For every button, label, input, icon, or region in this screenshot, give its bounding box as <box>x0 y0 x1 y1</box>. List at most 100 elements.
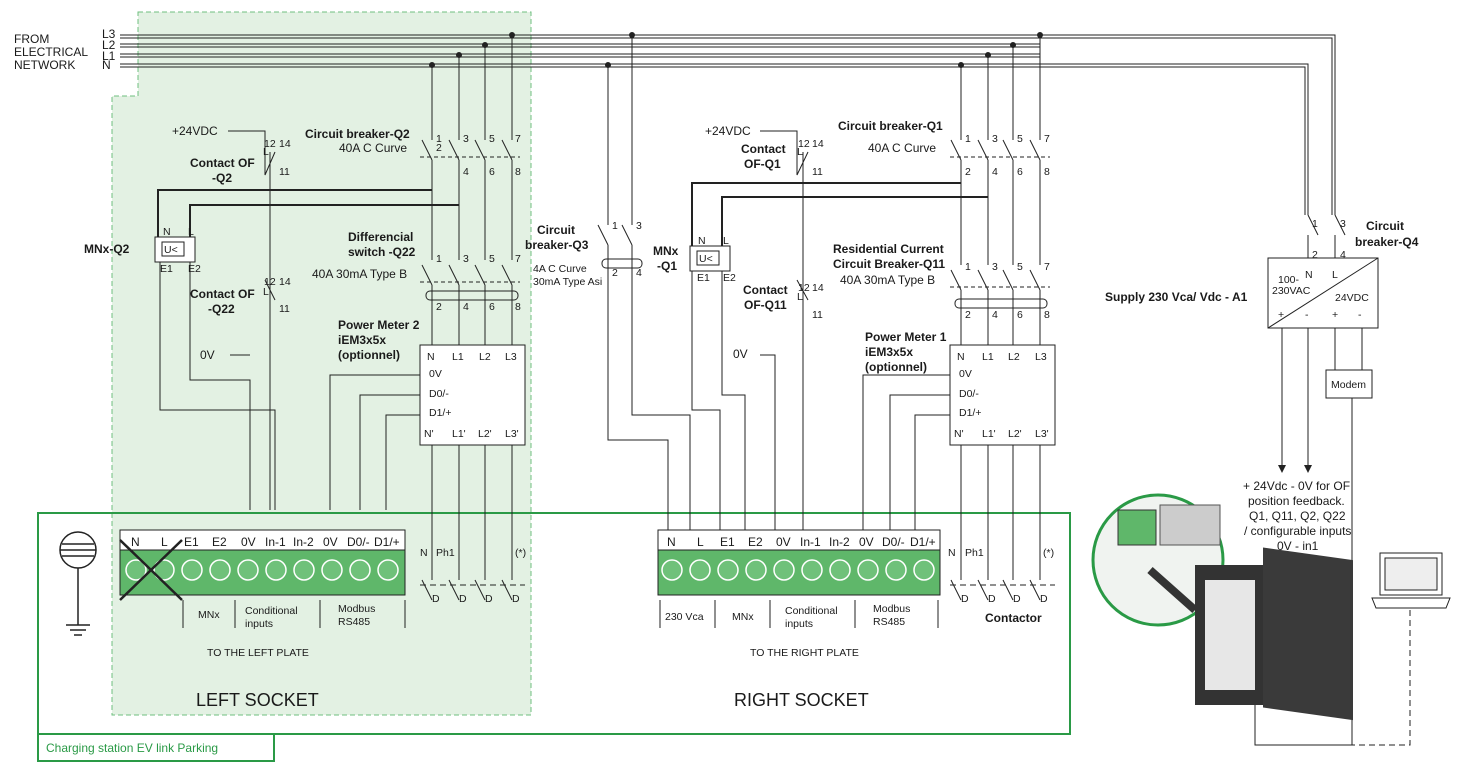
svg-text:In-2: In-2 <box>293 535 314 549</box>
left-nl-cross <box>119 539 183 601</box>
svg-text:5: 5 <box>489 253 495 265</box>
svg-text:MNx: MNx <box>732 611 754 623</box>
svg-text:8: 8 <box>515 166 521 178</box>
left-24vdc: +24VDC <box>172 124 218 138</box>
svg-text:0V: 0V <box>776 535 791 549</box>
right-terminal-labels: N L E1 E2 0V In-1 In-2 0V D0/- D1/+ <box>667 535 936 549</box>
svg-text:FROM: FROM <box>14 32 49 46</box>
svg-text:30mA Type Asi: 30mA Type Asi <box>533 276 602 288</box>
svg-text:position feedback.: position feedback. <box>1248 494 1345 508</box>
svg-text:In-2: In-2 <box>829 535 850 549</box>
svg-text:1: 1 <box>612 220 618 232</box>
svg-text:230 Vca: 230 Vca <box>665 611 704 623</box>
svg-text:L1: L1 <box>452 351 464 363</box>
svg-text:0V: 0V <box>241 535 256 549</box>
svg-text:-Q22: -Q22 <box>208 302 235 316</box>
svg-text:OF-Q1: OF-Q1 <box>744 157 781 171</box>
svg-text:L1: L1 <box>982 351 994 363</box>
svg-text:1: 1 <box>436 133 442 145</box>
svg-text:1: 1 <box>965 261 971 273</box>
svg-text:iEM3x5x: iEM3x5x <box>338 333 386 347</box>
svg-text:0V: 0V <box>859 535 874 549</box>
svg-text:L2': L2' <box>1008 428 1022 440</box>
network-label: FROM ELECTRICAL NETWORK L3 L2 L1 N <box>14 27 116 72</box>
svg-text:Supply 230 Vca/ Vdc - A1: Supply 230 Vca/ Vdc - A1 <box>1105 290 1248 304</box>
svg-text:2: 2 <box>965 309 971 321</box>
svg-text:N': N' <box>424 428 434 440</box>
svg-text:12: 12 <box>798 138 810 150</box>
left-diff-bar <box>425 290 519 301</box>
svg-text:E1: E1 <box>160 263 173 275</box>
svg-text:L: L <box>697 535 704 549</box>
left-meter <box>419 344 526 446</box>
svg-text:40A C Curve: 40A C Curve <box>339 141 407 155</box>
svg-text:4A C Curve: 4A C Curve <box>533 263 587 275</box>
svg-text:0V - in1: 0V - in1 <box>1277 539 1319 553</box>
svg-text:iEM3x5x: iEM3x5x <box>865 345 913 359</box>
svg-text:E2: E2 <box>748 535 763 549</box>
svg-text:L: L <box>797 146 803 158</box>
svg-text:MNx-Q2: MNx-Q2 <box>84 242 130 256</box>
left-drops <box>420 35 525 601</box>
svg-text:4: 4 <box>463 301 469 313</box>
svg-text:1: 1 <box>436 253 442 265</box>
right-mnx-wiring <box>691 130 988 530</box>
svg-text:2: 2 <box>965 166 971 178</box>
svg-text:0V: 0V <box>200 348 215 362</box>
svg-text:In-1: In-1 <box>265 535 286 549</box>
svg-text:Circuit: Circuit <box>537 223 575 237</box>
svg-text:8: 8 <box>1044 166 1050 178</box>
svg-text:D: D <box>1013 593 1021 605</box>
svg-text:N: N <box>163 226 171 238</box>
svg-text:3: 3 <box>636 220 642 232</box>
svg-text:4: 4 <box>1340 249 1346 261</box>
svg-text:L: L <box>723 235 729 247</box>
svg-text:Differencial: Differencial <box>348 230 413 244</box>
svg-text:4: 4 <box>992 309 998 321</box>
svg-text:14: 14 <box>279 138 291 150</box>
svg-text:L3: L3 <box>1035 351 1047 363</box>
modem-box <box>1325 369 1373 399</box>
svg-text:L: L <box>188 226 194 238</box>
svg-text:24VDC: 24VDC <box>1335 292 1369 304</box>
svg-text:TO THE RIGHT PLATE: TO THE RIGHT PLATE <box>750 647 859 659</box>
svg-text:1: 1 <box>1312 218 1318 230</box>
svg-text:2: 2 <box>436 142 442 154</box>
svg-text:0V: 0V <box>733 347 748 361</box>
svg-text:L3: L3 <box>505 351 517 363</box>
svg-text:-: - <box>1305 309 1309 321</box>
svg-text:Power Meter 1: Power Meter 1 <box>865 330 947 344</box>
svg-text:0V: 0V <box>323 535 338 549</box>
svg-text:E1: E1 <box>697 272 710 284</box>
svg-text:breaker-Q4: breaker-Q4 <box>1355 235 1419 249</box>
svg-text:6: 6 <box>489 166 495 178</box>
svg-text:Ph1: Ph1 <box>436 547 455 559</box>
svg-text:5: 5 <box>489 133 495 145</box>
svg-text:U<: U< <box>164 244 178 256</box>
svg-text:L1: L1 <box>102 49 116 63</box>
svg-text:MNx: MNx <box>198 609 220 621</box>
svg-text:E2: E2 <box>723 272 736 284</box>
svg-text:L2: L2 <box>1008 351 1020 363</box>
svg-text:N: N <box>698 235 706 247</box>
svg-text:D0/-: D0/- <box>959 388 979 400</box>
svg-text:Residential Current: Residential Current <box>833 242 944 256</box>
svg-text:3: 3 <box>1340 218 1346 230</box>
svg-text:L: L <box>161 535 168 549</box>
svg-text:D: D <box>988 593 996 605</box>
svg-text:3: 3 <box>992 133 998 145</box>
svg-text:L: L <box>263 286 269 298</box>
svg-text:7: 7 <box>515 253 521 265</box>
svg-text:6: 6 <box>489 301 495 313</box>
svg-text:D: D <box>512 593 520 605</box>
center-q3 <box>597 35 691 530</box>
svg-text:D1/+: D1/+ <box>959 407 981 419</box>
svg-text:3: 3 <box>463 253 469 265</box>
svg-text:2: 2 <box>436 301 442 313</box>
svg-text:L3': L3' <box>1035 428 1049 440</box>
svg-text:In-1: In-1 <box>800 535 821 549</box>
